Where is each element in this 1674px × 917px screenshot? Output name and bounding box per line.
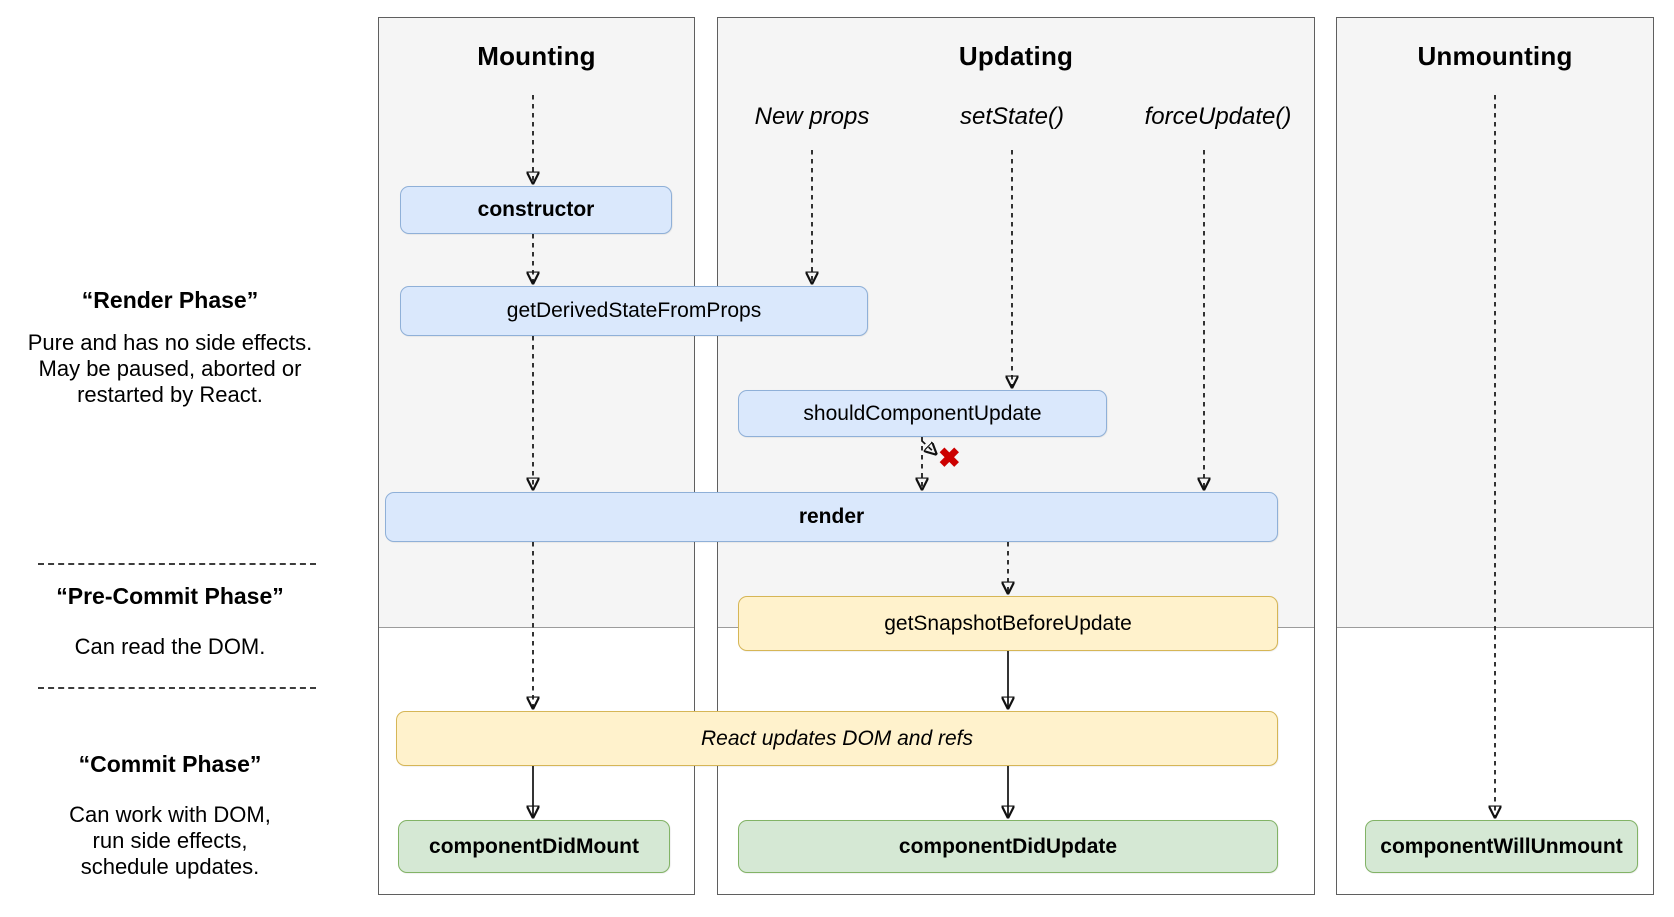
- mounting-column-title: Mounting: [477, 41, 596, 71]
- pre-commit-phase-title: “Pre-Commit Phase”: [56, 583, 284, 609]
- box-component-did-update: componentDidUpdate: [738, 820, 1278, 873]
- box-constructor: constructor: [400, 186, 672, 234]
- commit-phase-title: “Commit Phase”: [78, 751, 262, 777]
- commit-phase-line-1: Can work with DOM,: [69, 802, 271, 827]
- new-props-label: New props: [754, 103, 870, 130]
- forceupdate-label: forceUpdate(): [1144, 103, 1292, 130]
- box-should-component-update: shouldComponentUpdate: [738, 390, 1107, 437]
- box-render: render: [385, 492, 1278, 542]
- commit-phase-line-2: run side effects,: [92, 828, 248, 853]
- unmounting-column-title: Unmounting: [1417, 41, 1573, 71]
- render-phase-title: “Render Phase”: [81, 287, 259, 313]
- render-phase-line-3: restarted by React.: [77, 382, 263, 407]
- render-phase-line-2: May be paused, aborted or: [38, 356, 302, 381]
- render-phase-description: Pure and has no side effects. May be pau…: [15, 330, 325, 408]
- render-phase-line-1: Pure and has no side effects.: [27, 330, 313, 355]
- updating-column-title: Updating: [958, 41, 1074, 71]
- box-get-snapshot-before-update: getSnapshotBeforeUpdate: [738, 596, 1278, 651]
- phase-separator-bottom: [38, 687, 316, 689]
- unmounting-render-phase-zone: [1337, 18, 1653, 628]
- box-component-will-unmount: componentWillUnmount: [1365, 820, 1638, 873]
- unmounting-column: Unmounting: [1336, 17, 1654, 895]
- box-react-updates-dom-and-refs: React updates DOM and refs: [396, 711, 1278, 766]
- commit-phase-description: Can work with DOM, run side effects, sch…: [15, 802, 325, 880]
- box-get-derived-state-from-props: getDerivedStateFromProps: [400, 286, 868, 336]
- setstate-label: setState(): [959, 103, 1065, 130]
- pre-commit-phase-line-1: Can read the DOM.: [74, 634, 266, 659]
- box-component-did-mount: componentDidMount: [398, 820, 670, 873]
- pre-commit-phase-description: Can read the DOM.: [15, 634, 325, 660]
- commit-phase-line-3: schedule updates.: [80, 854, 260, 879]
- phase-separator-top: [38, 563, 316, 565]
- reject-x-icon: ✖: [938, 443, 961, 473]
